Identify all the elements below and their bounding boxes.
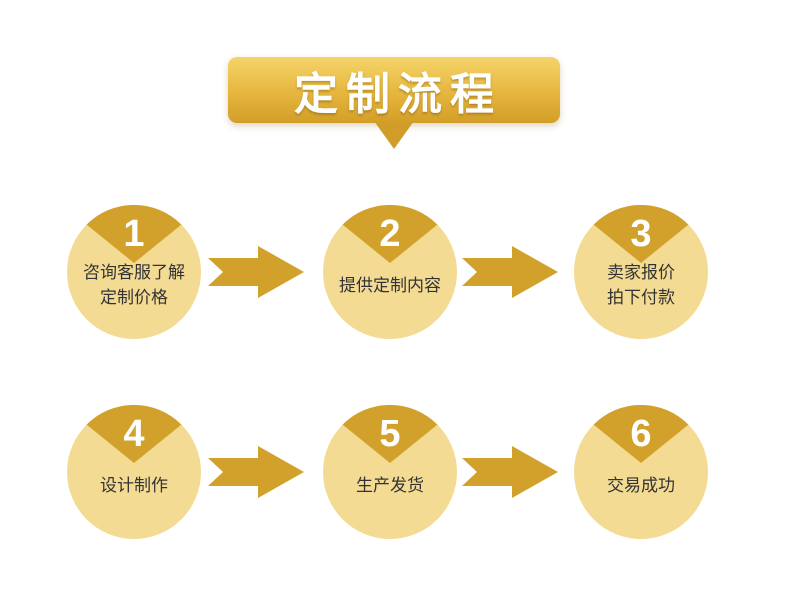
step-number: 4 (123, 413, 145, 455)
step-label-line: 提供定制内容 (339, 275, 441, 295)
step-wedge-icon (342, 205, 438, 263)
banner: 定制流程 (228, 57, 560, 123)
step-label: 交易成功 (580, 451, 702, 521)
step-label-line: 咨询客服了解 (83, 263, 185, 283)
step-label: 设计制作 (73, 451, 195, 521)
step-wedge-icon (86, 205, 182, 263)
step-label: 生产发货 (329, 451, 451, 521)
step-number: 5 (379, 413, 401, 455)
step-circle-6: 6 交易成功 (574, 405, 708, 539)
arrow-icon (462, 446, 558, 498)
step-label: 卖家报价 拍下付款 (580, 251, 702, 321)
step-number: 2 (379, 213, 401, 255)
arrow-icon (208, 446, 304, 498)
page-title: 定制流程 (294, 70, 502, 119)
arrow-icon (462, 246, 558, 298)
step-circle-1: 1 咨询客服了解 定制价格 (67, 205, 201, 339)
step-circle-4: 4 设计制作 (67, 405, 201, 539)
step-wedge-icon (593, 405, 689, 463)
step-wedge-icon (342, 405, 438, 463)
banner-pointer-icon (374, 121, 414, 149)
step-label-line: 设计制作 (100, 475, 168, 495)
step-circle-5: 5 生产发货 (323, 405, 457, 539)
step-label-line: 交易成功 (607, 475, 675, 495)
step-label-line: 生产发货 (356, 475, 424, 495)
step-wedge-icon (593, 205, 689, 263)
step-label-line: 卖家报价 (607, 263, 675, 283)
arrow-icon (208, 246, 304, 298)
step-label-line: 拍下付款 (607, 288, 675, 307)
step-circle-2: 2 提供定制内容 (323, 205, 457, 339)
step-label: 咨询客服了解 定制价格 (73, 251, 195, 321)
step-wedge-icon (86, 405, 182, 463)
step-circle-3: 3 卖家报价 拍下付款 (574, 205, 708, 339)
step-number: 6 (630, 413, 652, 455)
step-label-line: 定制价格 (100, 288, 168, 307)
step-label: 提供定制内容 (329, 251, 451, 321)
step-number: 3 (630, 213, 652, 255)
step-number: 1 (123, 213, 145, 255)
